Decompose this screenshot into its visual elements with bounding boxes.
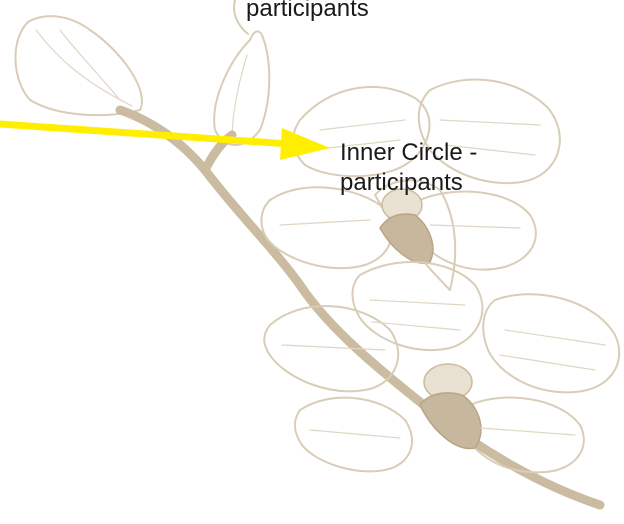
- inner-circle-label-line2: participants: [340, 168, 600, 198]
- inner-circle-label: Inner Circle - participants: [340, 138, 600, 198]
- inner-circle-label-line1: Inner Circle -: [340, 138, 600, 168]
- top-label-fragment: participants: [246, 0, 369, 24]
